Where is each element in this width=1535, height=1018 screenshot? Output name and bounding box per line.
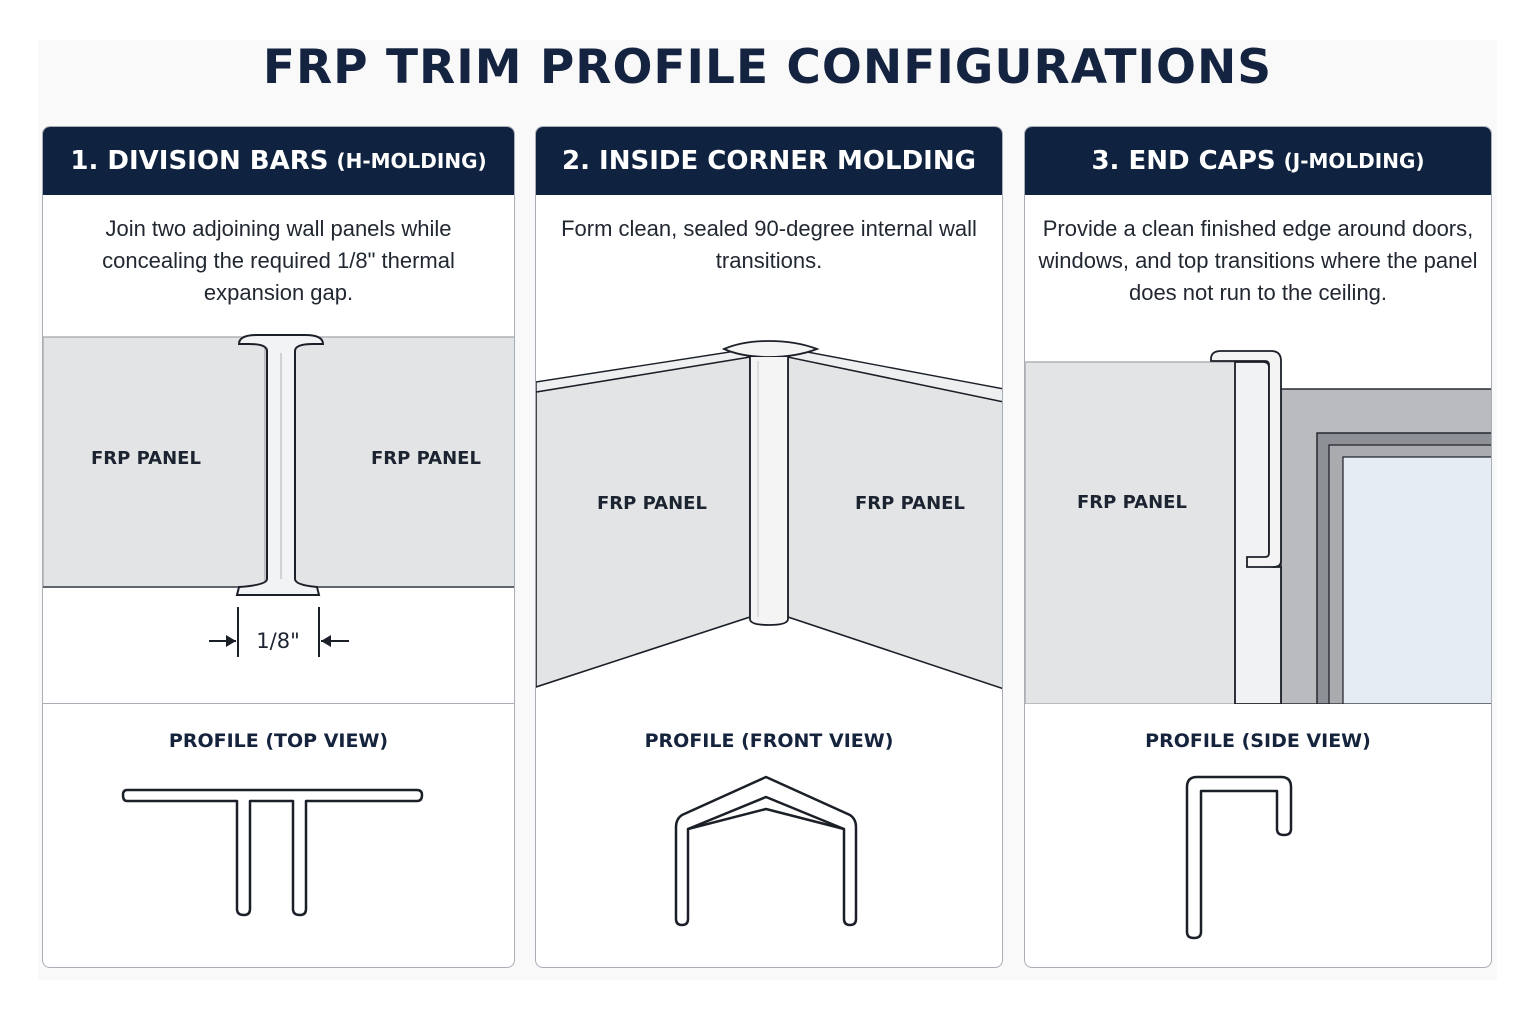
card-title: 1. DIVISION BARS: [70, 146, 329, 176]
card-header: 1. DIVISION BARS (H-MOLDING): [43, 127, 514, 195]
division-bar-illustration: FRP PANEL FRP PANEL 1/8": [43, 317, 514, 704]
panel-label: FRP PANEL: [1077, 492, 1187, 513]
gap-dimension-label: 1/8": [256, 629, 299, 653]
inside-corner-illustration: FRP PANEL FRP PANEL: [536, 317, 1002, 704]
h-molding-bar: [235, 334, 325, 596]
frp-panel-left: [43, 336, 266, 588]
panel-label-right: FRP PANEL: [371, 448, 481, 469]
panel-label-left: FRP PANEL: [597, 493, 707, 514]
panel-label-right: FRP PANEL: [855, 493, 965, 514]
card-end-caps: 3. END CAPS (J-MOLDING) Provide a clean …: [1024, 126, 1492, 968]
card-description: Provide a clean finished edge around doo…: [1038, 216, 1478, 305]
panel-label-left: FRP PANEL: [91, 448, 201, 469]
page-title: FRP TRIM PROFILE CONFIGURATIONS: [262, 40, 1273, 95]
end-cap-illustration: FRP PANEL: [1025, 317, 1491, 704]
frp-panel: [1025, 361, 1236, 704]
j-molding: [1210, 350, 1282, 704]
window-glass: [1342, 456, 1491, 704]
corner-molding: [721, 340, 820, 626]
profile-label: PROFILE (FRONT VIEW): [644, 730, 894, 752]
card-description: Form clean, sealed 90-degree internal wa…: [561, 216, 977, 273]
card-title: 3. END CAPS: [1091, 146, 1276, 176]
profile-label: PROFILE (SIDE VIEW): [1145, 730, 1371, 752]
card-division-bars: 1. DIVISION BARS (H-MOLDING) Join two ad…: [42, 126, 515, 968]
card-header: 3. END CAPS (J-MOLDING): [1025, 127, 1491, 195]
card-header: 2. INSIDE CORNER MOLDING: [536, 127, 1002, 195]
profile-label: PROFILE (TOP VIEW): [168, 730, 389, 752]
card-subtitle: (J-MOLDING): [1283, 149, 1425, 173]
card-subtitle: (H-MOLDING): [336, 149, 487, 173]
gap-dimension: [209, 607, 349, 657]
card-inside-corner: 2. INSIDE CORNER MOLDING Form clean, sea…: [535, 126, 1003, 968]
card-description: Join two adjoining wall panels while con…: [102, 216, 455, 305]
inside-corner-profile-icon: [674, 775, 858, 927]
j-molding-profile-icon: [1185, 775, 1293, 940]
card-title: 2. INSIDE CORNER MOLDING: [562, 146, 976, 176]
h-molding-profile-icon: [121, 788, 424, 917]
